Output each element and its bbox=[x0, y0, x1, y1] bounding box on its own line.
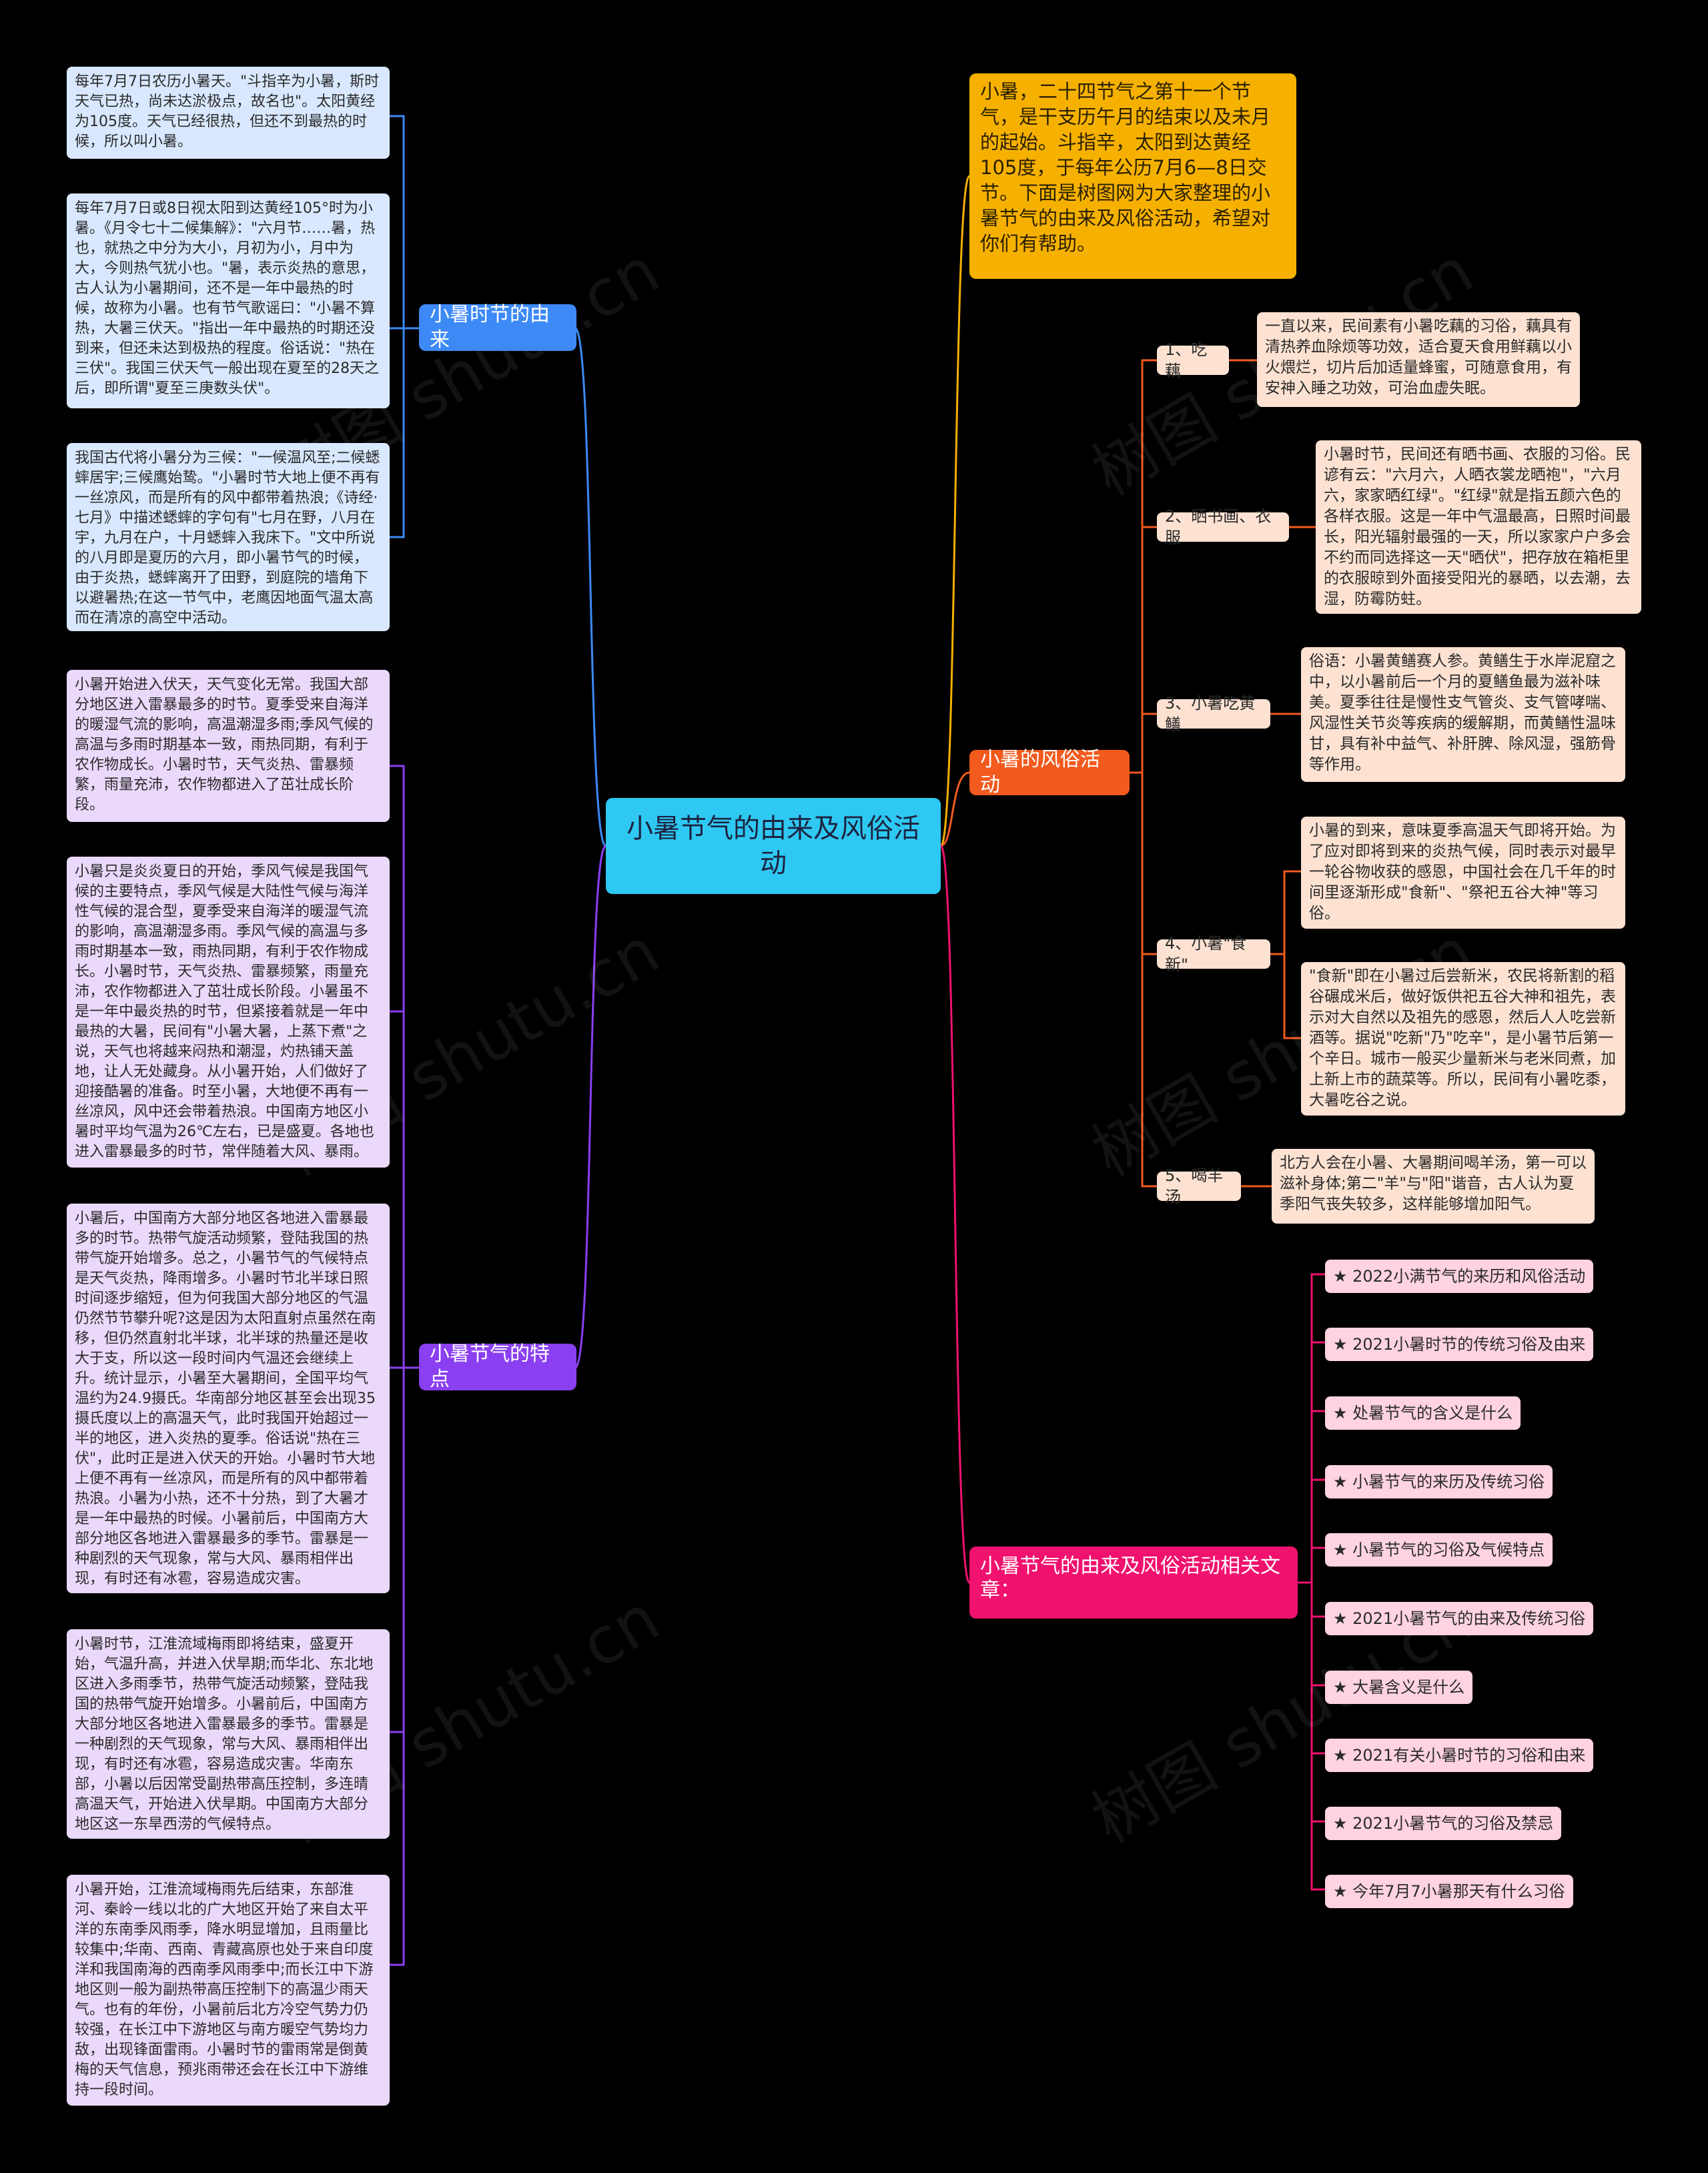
branch-origin[interactable]: 小暑时节的由来 bbox=[419, 303, 576, 352]
feature-leaf-2[interactable]: 小暑只是炎炎夏日的开始，季风气候是我国气候的主要特点，季风气候是大陆性气候与海洋… bbox=[67, 857, 390, 1168]
related-link-7[interactable]: ★ 大暑含义是什么 bbox=[1325, 1671, 1473, 1704]
feature-leaf-5[interactable]: 小暑开始，江淮流域梅雨先后结束，东部淮河、秦岭一线以北的广大地区开始了来自太平洋… bbox=[67, 1875, 390, 2106]
custom-sub-4[interactable]: 4、小暑"食新" bbox=[1157, 934, 1270, 974]
custom-leaf-3-text: 俗语：小暑黄鳝赛人参。黄鳝生于水岸泥窟之中，以小暑前后一个月的夏鳝鱼最为滋补味美… bbox=[1309, 653, 1616, 773]
branch-customs-label: 小暑的风俗活动 bbox=[980, 748, 1100, 797]
custom-sub-1-label: 1、吃藕 bbox=[1165, 340, 1208, 380]
custom-sub-4-label: 4、小暑"食新" bbox=[1165, 934, 1247, 974]
feature-leaf-4[interactable]: 小暑时节，江淮流域梅雨即将结束，盛夏开始，气温升高，并进入伏旱期;而华北、东北地… bbox=[67, 1629, 390, 1839]
feature-leaf-5-text: 小暑开始，江淮流域梅雨先后结束，东部淮河、秦岭一线以北的广大地区开始了来自太平洋… bbox=[75, 1881, 374, 2098]
origin-leaf-1[interactable]: 每年7月7日农历小暑天。"斗指辛为小暑，斯时天气已热，尚未达淤极点，故名也"。太… bbox=[67, 67, 390, 159]
origin-leaf-1-text: 每年7月7日农历小暑天。"斗指辛为小暑，斯时天气已热，尚未达淤极点，故名也"。太… bbox=[75, 73, 380, 150]
related-link-3[interactable]: ★ 处暑节气的含义是什么 bbox=[1325, 1396, 1521, 1430]
intro-node[interactable]: 小暑，二十四节气之第十一个节气，是干支历午月的结束以及未月的起始。斗指辛，太阳到… bbox=[969, 73, 1296, 279]
related-link-5[interactable]: ★ 小暑节气的习俗及气候特点 bbox=[1325, 1533, 1553, 1567]
custom-leaf-2-text: 小暑时节，民间还有晒书画、衣服的习俗。民谚有云："六月六，人晒衣裳龙晒袍"，"六… bbox=[1324, 446, 1631, 608]
custom-sub-5-label: 5、喝羊汤 bbox=[1165, 1166, 1224, 1206]
custom-leaf-6-text: 北方人会在小暑、大暑期间喝羊汤，第一可以滋补身体;第二"羊"与"阳"谐音，古人认… bbox=[1280, 1154, 1587, 1213]
origin-leaf-2[interactable]: 每年7月7日或8日视太阳到达黄经105°时为小暑。《月令七十二候集解》："六月节… bbox=[67, 193, 390, 408]
root-title: 小暑节气的由来及风俗活动 bbox=[626, 813, 920, 879]
custom-sub-3[interactable]: 3、小暑吃黄鳝 bbox=[1157, 694, 1270, 734]
branch-related[interactable]: 小暑节气的由来及风俗活动相关文章： bbox=[969, 1547, 1298, 1619]
custom-leaf-6[interactable]: 北方人会在小暑、大暑期间喝羊汤，第一可以滋补身体;第二"羊"与"阳"谐音，古人认… bbox=[1272, 1149, 1595, 1224]
custom-sub-2-label: 2、晒书画、衣服 bbox=[1165, 507, 1272, 547]
feature-leaf-2-text: 小暑只是炎炎夏日的开始，季风气候是我国气候的主要特点，季风气候是大陆性气候与海洋… bbox=[75, 863, 374, 1160]
root-topic[interactable]: 小暑节气的由来及风俗活动 bbox=[606, 798, 941, 894]
custom-leaf-4-text: 小暑的到来，意味夏季高温天气即将开始。为了应对即将到来的炎热气候，同时表示对最早… bbox=[1309, 822, 1616, 922]
related-link-1[interactable]: ★ 2022小满节气的来历和风俗活动 bbox=[1325, 1260, 1594, 1293]
branch-features-label: 小暑节气的特点 bbox=[430, 1342, 550, 1391]
branch-customs[interactable]: 小暑的风俗活动 bbox=[969, 748, 1130, 797]
custom-sub-1[interactable]: 1、吃藕 bbox=[1157, 340, 1229, 380]
custom-leaf-4[interactable]: 小暑的到来，意味夏季高温天气即将开始。为了应对即将到来的炎热气候，同时表示对最早… bbox=[1301, 817, 1625, 929]
custom-sub-3-label: 3、小暑吃黄鳝 bbox=[1165, 694, 1256, 734]
custom-leaf-5[interactable]: "食新"即在小暑过后尝新米，农民将新割的稻谷碾成米后，做好饭供祀五谷大神和祖先，… bbox=[1301, 962, 1625, 1116]
custom-leaf-2[interactable]: 小暑时节，民间还有晒书画、衣服的习俗。民谚有云："六月六，人晒衣裳龙晒袍"，"六… bbox=[1316, 440, 1641, 614]
origin-leaf-3[interactable]: 我国古代将小暑分为三候："一候温风至;二候蟋蟀居宇;三候鹰始鸷。"小暑时节大地上… bbox=[67, 443, 390, 631]
custom-leaf-5-text: "食新"即在小暑过后尝新米，农民将新割的稻谷碾成米后，做好饭供祀五谷大神和祖先，… bbox=[1309, 967, 1616, 1109]
branch-origin-label: 小暑时节的由来 bbox=[430, 303, 550, 352]
branch-features[interactable]: 小暑节气的特点 bbox=[419, 1342, 576, 1391]
feature-leaf-4-text: 小暑时节，江淮流域梅雨即将结束，盛夏开始，气温升高，并进入伏旱期;而华北、东北地… bbox=[75, 1636, 374, 1833]
related-link-4[interactable]: ★ 小暑节气的来历及传统习俗 bbox=[1325, 1465, 1553, 1498]
origin-leaf-2-text: 每年7月7日或8日视太阳到达黄经105°时为小暑。《月令七十二候集解》："六月节… bbox=[75, 200, 380, 397]
related-link-2[interactable]: ★ 2021小暑时节的传统习俗及由来 bbox=[1325, 1328, 1594, 1361]
feature-leaf-3-text: 小暑后，中国南方大部分地区各地进入雷暴最多的时节。热带气旋活动频繁，登陆我国的热… bbox=[75, 1210, 376, 1587]
custom-leaf-1-text: 一直以来，民间素有小暑吃藕的习俗，藕具有清热养血除烦等功效，适合夏天食用鲜藕以小… bbox=[1265, 318, 1572, 397]
related-link-10[interactable]: ★ 今年7月7小暑那天有什么习俗 bbox=[1325, 1875, 1573, 1908]
intro-text: 小暑，二十四节气之第十一个节气，是干支历午月的结束以及未月的起始。斗指辛，太阳到… bbox=[980, 80, 1271, 255]
origin-leaf-3-text: 我国古代将小暑分为三候："一候温风至;二候蟋蟀居宇;三候鹰始鸷。"小暑时节大地上… bbox=[75, 450, 380, 626]
related-link-6[interactable]: ★ 2021小暑节气的由来及传统习俗 bbox=[1325, 1602, 1594, 1635]
feature-leaf-3[interactable]: 小暑后，中国南方大部分地区各地进入雷暴最多的时节。热带气旋活动频繁，登陆我国的热… bbox=[67, 1204, 390, 1593]
feature-leaf-1-text: 小暑开始进入伏天，天气变化无常。我国大部分地区进入雷暴最多的时节。夏季受来自海洋… bbox=[75, 677, 374, 813]
branch-related-label: 小暑节气的由来及风俗活动相关文章： bbox=[980, 1555, 1280, 1602]
custom-leaf-1[interactable]: 一直以来，民间素有小暑吃藕的习俗，藕具有清热养血除烦等功效，适合夏天食用鲜藕以小… bbox=[1257, 312, 1580, 407]
feature-leaf-1[interactable]: 小暑开始进入伏天，天气变化无常。我国大部分地区进入雷暴最多的时节。夏季受来自海洋… bbox=[67, 670, 390, 822]
related-link-8[interactable]: ★ 2021有关小暑时节的习俗和由来 bbox=[1325, 1739, 1594, 1772]
related-link-9[interactable]: ★ 2021小暑节气的习俗及禁忌 bbox=[1325, 1807, 1562, 1840]
custom-sub-2[interactable]: 2、晒书画、衣服 bbox=[1157, 507, 1289, 547]
custom-leaf-3[interactable]: 俗语：小暑黄鳝赛人参。黄鳝生于水岸泥窟之中，以小暑前后一个月的夏鳝鱼最为滋补味美… bbox=[1301, 647, 1625, 782]
custom-sub-5[interactable]: 5、喝羊汤 bbox=[1157, 1166, 1241, 1206]
